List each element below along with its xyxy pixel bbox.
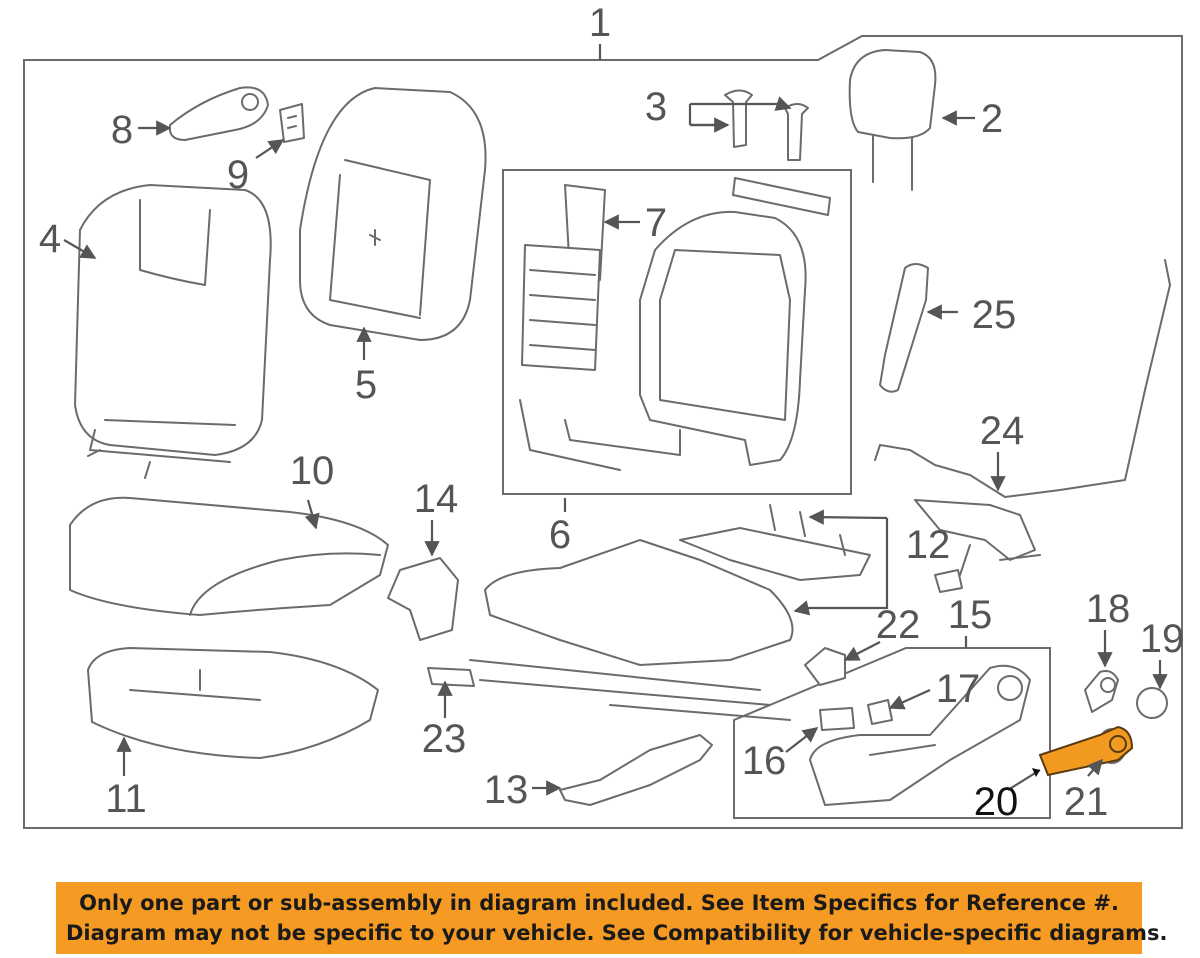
- clip-23: [427, 667, 475, 687]
- leader-lines: [63, 44, 1168, 796]
- callout-25: 25: [972, 293, 1017, 337]
- lumbar-support: [519, 184, 681, 471]
- bracket-17: [867, 699, 893, 725]
- callout-19: 19: [1140, 617, 1185, 661]
- cushion-pad: [87, 647, 379, 759]
- recliner-motor: [804, 647, 846, 686]
- seat-back-pad: [299, 87, 487, 341]
- trim-cover-8: [168, 86, 269, 141]
- notice-banner: Only one part or sub-assembly in diagram…: [56, 882, 1168, 954]
- callout-12: 12: [906, 523, 951, 567]
- switch-16: [819, 707, 855, 731]
- side-shield-15: [809, 664, 1031, 806]
- frame-box-15: [733, 647, 1051, 819]
- callout-2: 2: [981, 97, 1003, 141]
- callout-23: 23: [422, 717, 467, 761]
- callout-22: 22: [876, 603, 921, 647]
- wire-harness: [874, 259, 1171, 593]
- callout-7: 7: [645, 201, 667, 245]
- callout-17: 17: [936, 667, 981, 711]
- headrest: [848, 49, 937, 191]
- callout-4: 4: [39, 217, 61, 261]
- callout-15: 15: [948, 593, 993, 637]
- callout-24: 24: [980, 409, 1025, 453]
- callout-1: 1: [589, 1, 611, 45]
- callout-3: 3: [645, 85, 667, 129]
- callout-20: 20: [974, 780, 1019, 824]
- callout-5: 5: [355, 363, 377, 407]
- notice-line-1: Only one part or sub-assembly in diagram…: [79, 891, 1119, 915]
- rail-cover: [559, 734, 713, 806]
- callout-14: 14: [414, 477, 459, 521]
- recliner-handle-highlighted: [1038, 725, 1134, 777]
- callout-21: 21: [1064, 780, 1109, 824]
- callout-16: 16: [742, 739, 787, 783]
- trim-panel-25: [879, 263, 929, 393]
- cushion-cover: [69, 496, 389, 616]
- shield-14: [387, 557, 459, 641]
- suspension-mat: [679, 504, 871, 581]
- seat-cushion-frame: [469, 539, 794, 721]
- notice-line-2: Diagram may not be specific to your vehi…: [66, 921, 1168, 945]
- callout-9: 9: [227, 153, 249, 197]
- seat-parts-diagram: 1 2 3 4 5 6 7 8 9 10 11 12 13 14 15 16 1…: [23, 1, 1185, 829]
- callout-10: 10: [290, 449, 335, 493]
- bracket-9: [279, 103, 305, 143]
- knob-18: [1084, 670, 1119, 713]
- seat-back-cover: [74, 184, 272, 479]
- cap-19: [1136, 687, 1168, 719]
- callout-18: 18: [1086, 587, 1131, 631]
- callout-8: 8: [111, 108, 133, 152]
- assembly-frame: [23, 35, 1183, 829]
- callout-11: 11: [105, 777, 147, 821]
- callout-6: 6: [549, 513, 571, 557]
- callout-13: 13: [484, 768, 529, 812]
- headrest-guides: [724, 89, 809, 161]
- seat-back-frame: [639, 177, 831, 466]
- frame-box-6: [502, 169, 852, 495]
